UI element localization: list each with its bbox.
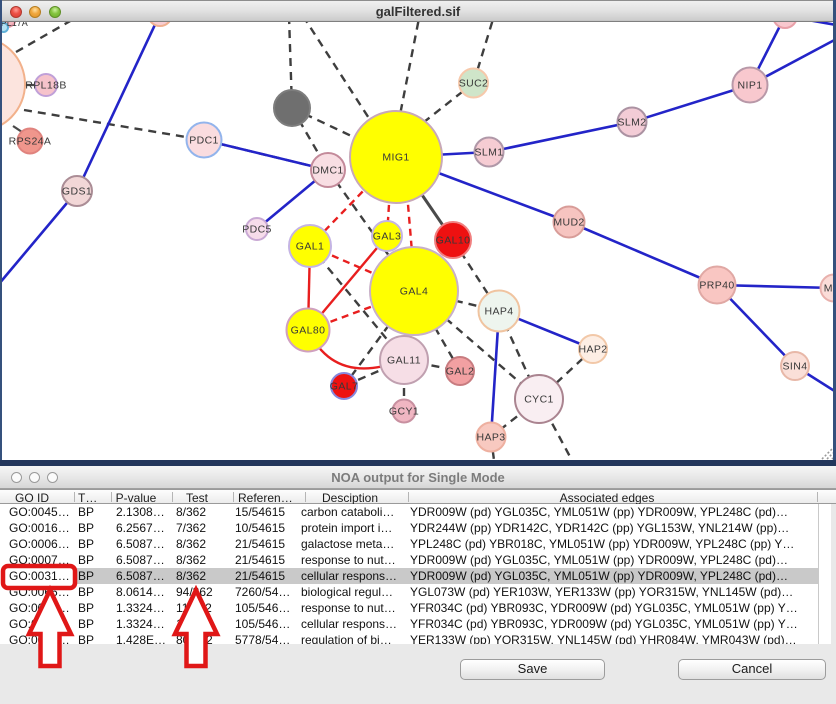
svg-text:GDS1: GDS1	[62, 186, 92, 198]
svg-text:PDC1: PDC1	[189, 135, 219, 147]
svg-text:SUC2: SUC2	[459, 78, 489, 90]
svg-text:DMC1: DMC1	[312, 165, 343, 177]
svg-text:SIN4: SIN4	[783, 361, 808, 373]
svg-text:GAL10: GAL10	[436, 235, 471, 247]
svg-text:RPS24A: RPS24A	[9, 136, 52, 148]
svg-text:SLM2: SLM2	[617, 117, 646, 129]
svg-text:HAP3: HAP3	[476, 432, 505, 444]
svg-text:SLM1: SLM1	[474, 147, 503, 159]
svg-text:GAL4: GAL4	[400, 286, 428, 298]
svg-text:GAL7: GAL7	[330, 381, 358, 393]
svg-text:HAP4: HAP4	[484, 306, 513, 318]
svg-text:RPL17A: RPL17A	[0, 22, 28, 28]
svg-text:PDC5: PDC5	[242, 224, 272, 236]
svg-text:HAP2: HAP2	[578, 344, 607, 356]
svg-text:GAL80: GAL80	[291, 325, 326, 337]
svg-text:GAL1: GAL1	[296, 241, 324, 253]
svg-text:GAL11: GAL11	[387, 355, 421, 367]
svg-text:GAL2: GAL2	[446, 366, 474, 378]
svg-text:GAL3: GAL3	[373, 231, 401, 243]
svg-text:MUD2: MUD2	[553, 217, 584, 229]
svg-text:MIG1: MIG1	[382, 152, 409, 164]
svg-text:PRP40: PRP40	[699, 280, 734, 292]
svg-text:RPL18B: RPL18B	[25, 80, 67, 92]
svg-text:GCY1: GCY1	[389, 406, 419, 418]
svg-text:CYC1: CYC1	[524, 394, 554, 406]
svg-text:MSN: MSN	[824, 283, 836, 295]
svg-text:NIP1: NIP1	[738, 80, 763, 92]
